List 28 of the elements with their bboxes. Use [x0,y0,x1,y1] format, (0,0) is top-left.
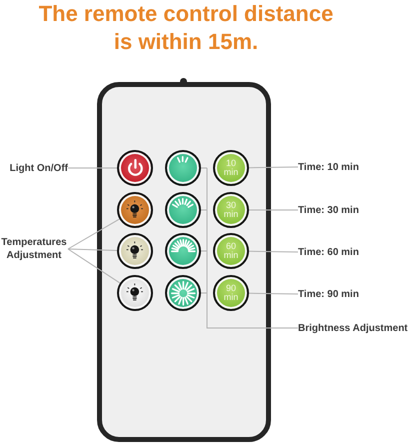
title: The remote control distance is within 15m. [38,0,334,56]
leader-line [248,292,298,294]
leader-line [200,168,298,328]
leader-line [68,248,118,251]
leader-line [248,166,298,168]
timer-button: 60 min [213,233,249,269]
remote-button [165,233,201,269]
remote-body [97,82,271,442]
callout-label: Temperatures Adjustment [0,236,68,262]
remote-button [165,150,201,186]
callout-label: Brightness Adjustment [298,322,408,334]
callout-label: Light On/Off [10,162,68,174]
remote-button [117,233,153,269]
remote-button [117,275,153,311]
callout-label: Time: 60 min [298,246,359,258]
remote-button [117,150,153,186]
remote-button [165,192,201,228]
timer-button: 30 min [213,192,249,228]
leader-line [68,218,120,250]
remote-button [165,275,201,311]
leader-line [248,250,298,252]
timer-button: 90 min [213,275,249,311]
leader-line [68,248,120,284]
remote-button [117,192,153,228]
callout-label: Time: 30 min [298,204,359,216]
callout-label: Time: 10 min [298,160,359,174]
callout-label: Time: 90 min [298,288,359,300]
timer-button: 10 min [213,150,249,186]
